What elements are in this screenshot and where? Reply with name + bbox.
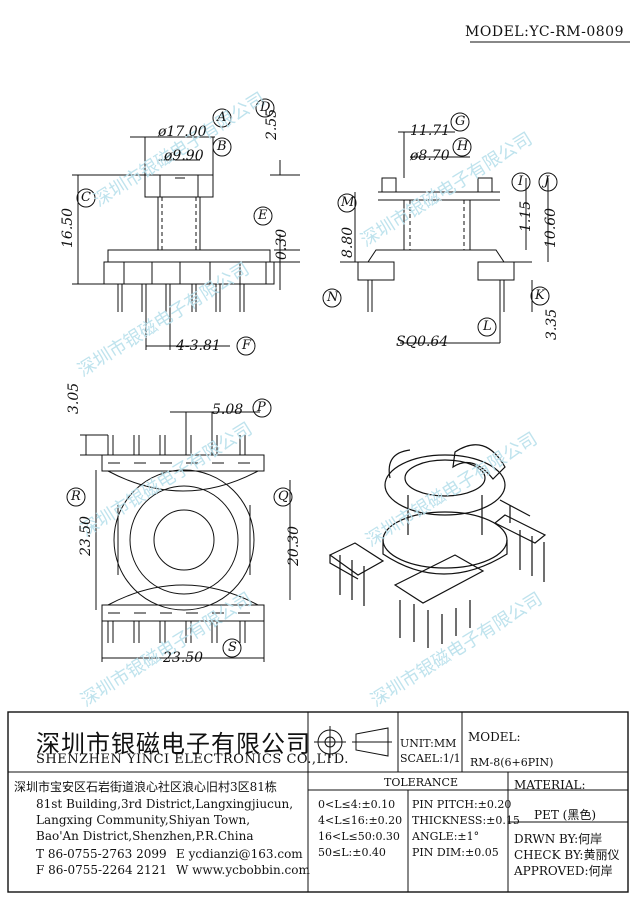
fax: F 86-0755-2264 2121 xyxy=(36,863,167,877)
dim-label: SQ0.64 xyxy=(396,334,449,350)
dim-label: 11.71 xyxy=(410,123,451,139)
dim-label: 3.05 xyxy=(66,382,82,414)
callout-s: S xyxy=(228,640,237,655)
dim-label: ø17.00 xyxy=(158,124,207,140)
check-by: CHECK BY:黄丽仪 xyxy=(514,848,620,862)
company-name-en: SHENZHEN YINCI ELECTRONICS CO.,LTD. xyxy=(36,752,349,767)
model-value: RM-8(6+6PIN) xyxy=(470,756,554,769)
callout-f: F xyxy=(242,338,252,353)
dim-label: 20.30 xyxy=(286,525,302,566)
callout-g: G xyxy=(455,114,466,129)
pin-pitch: PIN PITCH:±0.20 xyxy=(412,798,512,811)
side-view xyxy=(322,112,558,344)
dim-label: 23.50 xyxy=(78,515,94,556)
callout-d: D xyxy=(260,100,271,115)
callout-p: P xyxy=(257,400,266,415)
title-block xyxy=(7,711,629,893)
dim-label: 8.80 xyxy=(340,226,356,258)
dim-label: ø9.90 xyxy=(164,148,204,164)
isometric-view xyxy=(328,444,547,648)
material-value: PET (黑色) xyxy=(534,808,597,822)
model-label: MODEL:YC-RM-0809 xyxy=(465,24,624,40)
website: W www.ycbobbin.com xyxy=(176,863,310,877)
tolerance-2: 4<L≤16:±0.20 xyxy=(318,814,403,827)
tel: T 86-0755-2763 2099 xyxy=(36,847,167,861)
callout-k: K xyxy=(535,288,545,303)
top-view xyxy=(66,398,293,662)
angle: ANGLE:±1° xyxy=(412,830,480,843)
callout-i: I xyxy=(518,174,524,189)
dim-label: 10.60 xyxy=(543,207,559,248)
tolerance-1: 0<L≤4:±0.10 xyxy=(318,798,396,811)
dim-label: 5.08 xyxy=(212,402,244,418)
dim-label: ø8.70 xyxy=(410,148,450,164)
drawn-by: DRWN BY:何岸 xyxy=(514,832,603,846)
callout-m: M xyxy=(341,195,355,210)
unit: UNIT:MM xyxy=(400,737,457,750)
callout-a: A xyxy=(217,110,227,125)
callout-r: R xyxy=(71,489,81,504)
address-en-3: Bao'An District,Shenzhen,P.R.China xyxy=(36,829,254,843)
callout-q: Q xyxy=(278,489,289,504)
callout-c: C xyxy=(81,190,91,205)
callout-j: J xyxy=(544,174,550,189)
scale: SCAEL:1/1 xyxy=(400,752,461,765)
dim-label: 16.50 xyxy=(60,207,76,248)
dim-label: 0.30 xyxy=(274,228,290,260)
address-en-1: 81st Building,3rd District,Langxingjiucu… xyxy=(36,797,294,811)
callout-l: L xyxy=(483,319,492,334)
company-name-cn: 深圳市银磁电子有限公司 xyxy=(36,730,311,758)
callout-n: N xyxy=(327,290,339,305)
dim-label: 23.50 xyxy=(163,650,204,666)
dim-label: 4-3.81 xyxy=(176,338,221,354)
callout-e: E xyxy=(258,208,268,223)
tolerance-title: TOLERANCE xyxy=(384,776,458,789)
tolerance-3: 16<L≤50:0.30 xyxy=(318,830,400,843)
approved-by: APPROVED:何岸 xyxy=(514,864,613,878)
dim-label: 1.15 xyxy=(518,200,534,232)
address-cn: 深圳市宝安区石岩街道浪心社区浪心旧村3区81栋 xyxy=(14,780,277,794)
thickness: THICKNESS:±0.15 xyxy=(412,814,520,827)
callout-b: B xyxy=(217,139,227,154)
email: E ycdianzi@163.com xyxy=(176,847,303,861)
material-title: MATERIAL: xyxy=(514,778,586,792)
tolerance-4: 50≤L:±0.40 xyxy=(318,846,386,859)
callout-h: H xyxy=(457,139,469,154)
front-view xyxy=(72,98,300,356)
dim-label: 3.35 xyxy=(544,308,560,340)
model-title: MODEL: xyxy=(468,730,521,744)
address-en-2: Langxing Community,Shiyan Town, xyxy=(36,813,251,827)
pin-dim: PIN DIM:±0.05 xyxy=(412,846,499,859)
